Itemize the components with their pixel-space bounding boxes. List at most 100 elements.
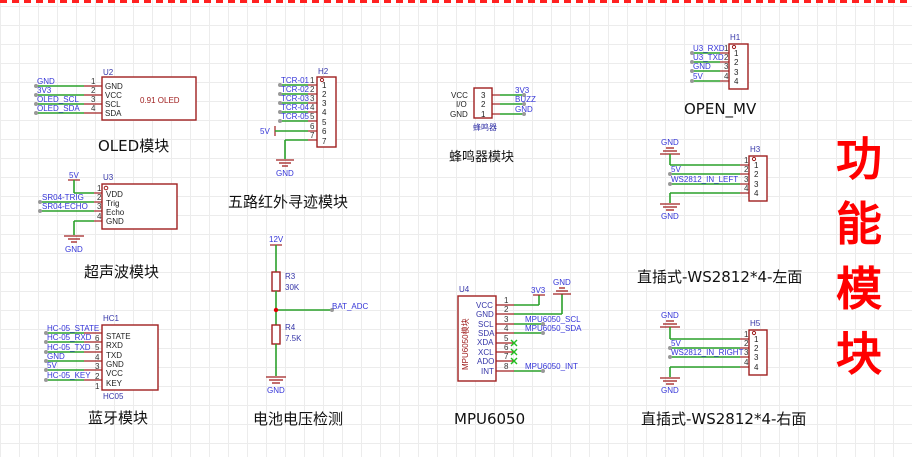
pin-number: 1 xyxy=(744,330,749,339)
header-pin: 3 xyxy=(754,353,759,362)
oled-value: 0.91 OLED xyxy=(140,96,180,105)
divider-wires xyxy=(266,244,334,384)
pin-number: 2 xyxy=(310,85,315,94)
mpu-body[interactable] xyxy=(457,295,497,382)
header-pin: 1 xyxy=(734,49,739,58)
pin-number: 4 xyxy=(744,358,749,367)
pin-name: RXD xyxy=(106,341,123,350)
tracker-title: 五路红外寻迹模块 xyxy=(228,193,348,211)
ws-right-title: 直插式-WS2812*4-右面 xyxy=(641,410,806,428)
pin-number: 6 xyxy=(310,122,315,131)
tracker-header[interactable] xyxy=(316,76,337,148)
bluetooth-body[interactable] xyxy=(101,324,159,391)
net-label: 5V xyxy=(47,361,57,370)
buzzer-module[interactable]: VCC I/O GND 3 2 1 3V3 BUZZ GND 蜂鸣器 蜂鸣器模块 xyxy=(449,86,536,165)
net-label: TCR-03 xyxy=(281,94,310,103)
pin-name: SDA xyxy=(478,329,495,338)
bluetooth-module[interactable]: HC1 HC05 HC-05_STATE HC-05_RXD HC-05_TXD… xyxy=(44,314,159,427)
pin-number: 5 xyxy=(504,334,509,343)
ground-label: GND xyxy=(553,278,571,287)
no-connect-markers xyxy=(510,339,518,365)
pin-number: 1 xyxy=(724,44,729,53)
pin-number: 1 xyxy=(97,184,102,193)
ws-left-wires xyxy=(660,147,749,211)
net-label: MPU6050_SCL xyxy=(525,315,581,324)
pin-number: 2 xyxy=(97,193,102,202)
pin-number: 1 xyxy=(504,296,509,305)
pin-name: VCC xyxy=(106,369,123,378)
ws2812-right-module[interactable]: H5 GND 5V WS2812_IN_RIGHT GND 1 2 3 4 1 … xyxy=(641,311,806,428)
pin-number: 2 xyxy=(95,372,100,381)
header-pin: 6 xyxy=(322,127,327,136)
pin-number: 4 xyxy=(95,353,100,362)
pin-name: Echo xyxy=(106,208,125,217)
pin-number: 4 xyxy=(504,324,509,333)
ground-label: GND xyxy=(276,169,294,178)
mpu6050-module[interactable]: U4 MPU6050模块 VCC GND SCL SDA XDA XCL ADO… xyxy=(454,278,582,428)
bluetooth-ref: HC1 xyxy=(103,314,120,323)
net-label: GND xyxy=(515,105,533,114)
net-label: BUZZ xyxy=(515,95,536,104)
ultrasonic-wires xyxy=(38,179,102,243)
oled-title: OLED模块 xyxy=(98,137,169,155)
net-label: OLED_SDA xyxy=(37,104,80,113)
net-label: 3V3 xyxy=(37,86,52,95)
ws-left-header[interactable] xyxy=(748,155,768,202)
header-pin: 1 xyxy=(754,335,759,344)
ultrasonic-body[interactable] xyxy=(101,183,178,230)
pin-name: SDA xyxy=(105,109,122,118)
power-label: 5V xyxy=(69,171,79,180)
net-label: U3_TXD xyxy=(693,53,724,62)
battery-monitor[interactable]: 12V R3 30K R4 7.5K BAT_ADC GND 电池电压检测 xyxy=(253,235,369,428)
bluetooth-wires xyxy=(44,331,102,382)
pin-number: 8 xyxy=(504,362,509,371)
ws-left-title: 直插式-WS2812*4-左面 xyxy=(637,268,802,286)
pin-number: 4 xyxy=(724,72,729,81)
net-label: GND xyxy=(47,352,65,361)
r3-ref: R3 xyxy=(285,272,296,281)
ws2812-left-module[interactable]: H3 GND 5V WS2812_IN_LEFT GND 1 2 3 4 1 2… xyxy=(637,138,802,286)
tracker-ref: H2 xyxy=(318,67,329,76)
net-label: TCR-04 xyxy=(281,103,310,112)
bluetooth-value: HC05 xyxy=(103,392,124,401)
power-label: 5V xyxy=(260,127,270,136)
side-title-char: 模 xyxy=(836,262,882,316)
openmv-ref: H1 xyxy=(730,33,741,42)
pin-name: GND xyxy=(476,310,494,319)
r4-ref: R4 xyxy=(285,323,296,332)
header-pin: 3 xyxy=(754,180,759,189)
openmv-header[interactable] xyxy=(728,43,749,90)
resistor-r3[interactable] xyxy=(271,271,281,292)
ultrasonic-ref: U3 xyxy=(103,173,114,182)
pin-name: VCC xyxy=(476,301,493,310)
resistor-r4[interactable] xyxy=(271,324,281,345)
ultrasonic-module[interactable]: U3 5V SR04-TRIG SR04-ECHO GND 1 2 3 4 VD… xyxy=(38,171,178,281)
pin-number: 2 xyxy=(504,305,509,314)
sheet-border xyxy=(0,0,912,3)
pin-number: 3 xyxy=(97,202,102,211)
pin-number: 3 xyxy=(744,175,749,184)
ws-right-header[interactable] xyxy=(748,329,768,376)
pin-name: I/O xyxy=(456,100,467,109)
pin-number: 4 xyxy=(744,184,749,193)
pin-number: 2 xyxy=(744,339,749,348)
oled-module[interactable]: U2 0.91 OLED GND 3V3 OLED_SCL OLED_SDA 1… xyxy=(34,68,197,155)
buzzer-body[interactable] xyxy=(473,87,493,119)
header-pin: 2 xyxy=(322,90,327,99)
oled-ref: U2 xyxy=(103,68,114,77)
line-tracker-module[interactable]: H2 TCR-01 TCR-02 TCR-03 TCR-04 TCR-05 5V… xyxy=(228,67,348,211)
pin-number: 1 xyxy=(95,382,100,391)
tracker-wires xyxy=(274,83,317,167)
pin-number: 3 xyxy=(310,94,315,103)
net-label: TCR-01 xyxy=(281,76,310,85)
openmv-module[interactable]: H1 U3_RXD U3_TXD GND 5V 1 2 3 4 1 2 3 4 … xyxy=(684,33,757,119)
pin-name: Trig xyxy=(106,199,119,208)
mpu-wires xyxy=(496,287,571,373)
pin-name: VCC xyxy=(105,91,122,100)
ground-label: GND xyxy=(661,212,679,221)
side-title-char: 功 xyxy=(836,132,882,186)
oled-body[interactable] xyxy=(101,76,197,121)
pin-number: 2 xyxy=(481,100,486,109)
side-title-char: 块 xyxy=(836,327,882,381)
